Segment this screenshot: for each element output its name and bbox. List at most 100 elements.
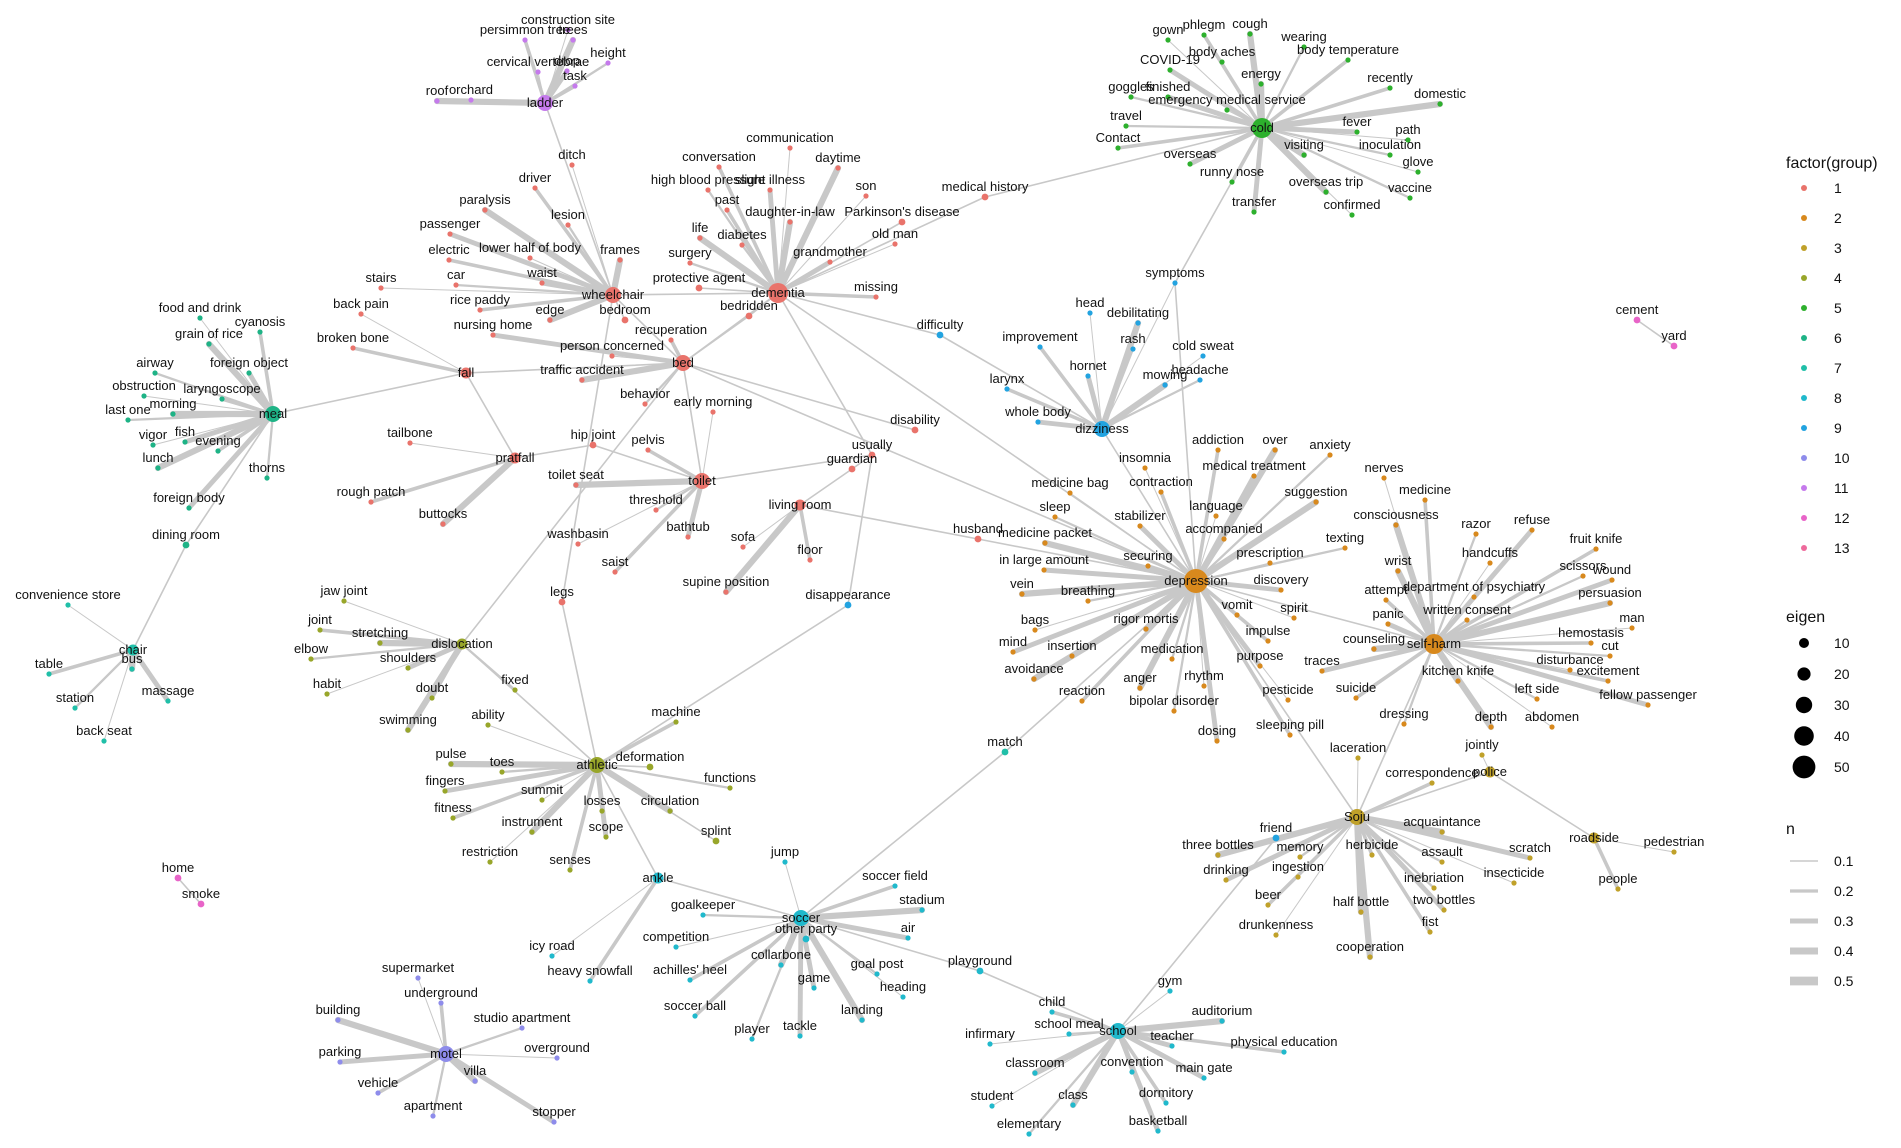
node-anxiety [1327, 452, 1333, 458]
edge-wheelchair-stairs [380, 287, 614, 296]
node-rhythm [1201, 683, 1207, 689]
node-fist [1427, 929, 1433, 935]
node-label-height: height [590, 45, 626, 60]
node-player [749, 1036, 755, 1042]
node-label-razor: razor [1461, 516, 1491, 531]
edge-ladder-orchard [469, 98, 547, 105]
node-label-vigor: vigor [139, 427, 168, 442]
edge-soccer-air [798, 915, 911, 941]
node-early-morning [710, 409, 716, 415]
edge-dislocation-jaw-joint [343, 600, 463, 645]
edge-depression-stabilizer [1137, 523, 1199, 584]
node-panic [1385, 621, 1391, 627]
edge-cold-glove [1261, 127, 1419, 173]
node-stadium [919, 907, 925, 913]
edge-ankle-heavy-snowfall [588, 876, 660, 983]
edge-bed-fall [465, 362, 684, 374]
node-label-jointly: jointly [1464, 737, 1499, 752]
edge-wheelchair-dementia [612, 292, 779, 296]
node-medicine-packet [1042, 540, 1048, 546]
node-inoculation [1387, 152, 1393, 158]
node-label-medicine-bag: medicine bag [1031, 475, 1108, 490]
node-apartment [430, 1113, 436, 1119]
edge-symptoms-depression [1174, 282, 1197, 582]
node-label-path: path [1395, 122, 1420, 137]
node-label-broken-bone: broken bone [317, 330, 389, 345]
edge-depression-reaction [1080, 579, 1198, 703]
node-label-trees: trees [559, 22, 588, 37]
edge-depression-contraction [1159, 490, 1198, 583]
edge-school-infirmary [989, 1030, 1119, 1045]
node-left-side [1534, 696, 1540, 702]
edge-athletic-deformation [596, 764, 651, 768]
legend-group-label-5: 5 [1834, 300, 1842, 316]
node-basketball [1155, 1128, 1161, 1134]
node-auditorium [1219, 1018, 1225, 1024]
node-in-large-amount [1041, 567, 1047, 573]
node-convenience-store [65, 602, 71, 608]
node-label-overseas-trip: overseas trip [1289, 174, 1363, 189]
edge-school-auditorium [1114, 1017, 1226, 1035]
node-label-fruit-knife: fruit knife [1570, 531, 1623, 546]
node-label-counseling: counseling [1343, 631, 1405, 646]
edge-layer [47, 29, 1675, 1136]
edge-cold-body-temperature [1260, 58, 1350, 130]
node-impulse [1265, 638, 1271, 644]
node-insecticide [1511, 880, 1517, 886]
node-wheelchair [605, 287, 621, 303]
edge-playground-school [979, 970, 1119, 1032]
node-tackle [797, 1033, 803, 1039]
node-label-discovery: discovery [1254, 572, 1309, 587]
edge-motel-supermarket [417, 977, 447, 1055]
legend-n-label-0-5: 0.5 [1834, 973, 1854, 989]
node-label-doubt: doubt [416, 680, 449, 695]
node-fall [460, 367, 472, 379]
node-pulse [448, 761, 454, 767]
node-medicine [1422, 497, 1428, 503]
edge-self-harm-traces [1319, 641, 1437, 674]
node-label-soju: Soju [1344, 809, 1370, 824]
node-paralysis [482, 207, 488, 213]
node-protective-agent [695, 284, 703, 292]
node-soccer-field [892, 883, 898, 889]
node-conversation [716, 164, 722, 170]
edge-meal-cyanosis [258, 330, 275, 416]
edge-self-harm-depth [1430, 640, 1495, 731]
node-label-wound: wound [1592, 562, 1631, 577]
node-wearing [1301, 44, 1307, 50]
node-hornet [1085, 373, 1091, 379]
edge-legs-wheelchair [561, 294, 614, 603]
edge-chair-table [47, 648, 135, 676]
node-path [1405, 137, 1411, 143]
legend-group-label-7: 7 [1834, 360, 1842, 376]
edge-bed-nursing-home [490, 332, 686, 366]
edge-dementia-missing [776, 291, 878, 299]
legend-group-swatch-2 [1801, 215, 1807, 221]
edge-wheelchair-driver [533, 186, 615, 297]
node-rigor-mortis [1143, 626, 1149, 632]
edge-disappearance-usually [847, 454, 873, 606]
node-label-sleeping-pill: sleeping pill [1256, 717, 1324, 732]
node-label-landing: landing [841, 1002, 883, 1017]
edge-match-soccer [800, 751, 1006, 919]
legend-group-label-10: 10 [1834, 450, 1850, 466]
node-label-paralysis: paralysis [459, 192, 511, 207]
node-jointly [1479, 752, 1485, 758]
node-mind [1010, 649, 1016, 655]
node-label-edge: edge [536, 302, 565, 317]
node-label-language: language [1189, 498, 1243, 513]
node-disturbance [1567, 667, 1573, 673]
edge-dizziness-symptoms [1101, 282, 1176, 430]
node-label-energy: energy [1241, 66, 1281, 81]
node-label-drop: drop [554, 53, 580, 68]
node-discovery [1278, 587, 1284, 593]
node-label-tackle: tackle [783, 1018, 817, 1033]
edge-dementia-slight-illness [767, 187, 781, 296]
node-hip-joint [589, 441, 597, 449]
node-people [1615, 886, 1621, 892]
edge-depression-anxiety [1194, 453, 1332, 583]
node-label-sleep: sleep [1039, 499, 1070, 514]
edge-soju-police [1356, 771, 1491, 818]
